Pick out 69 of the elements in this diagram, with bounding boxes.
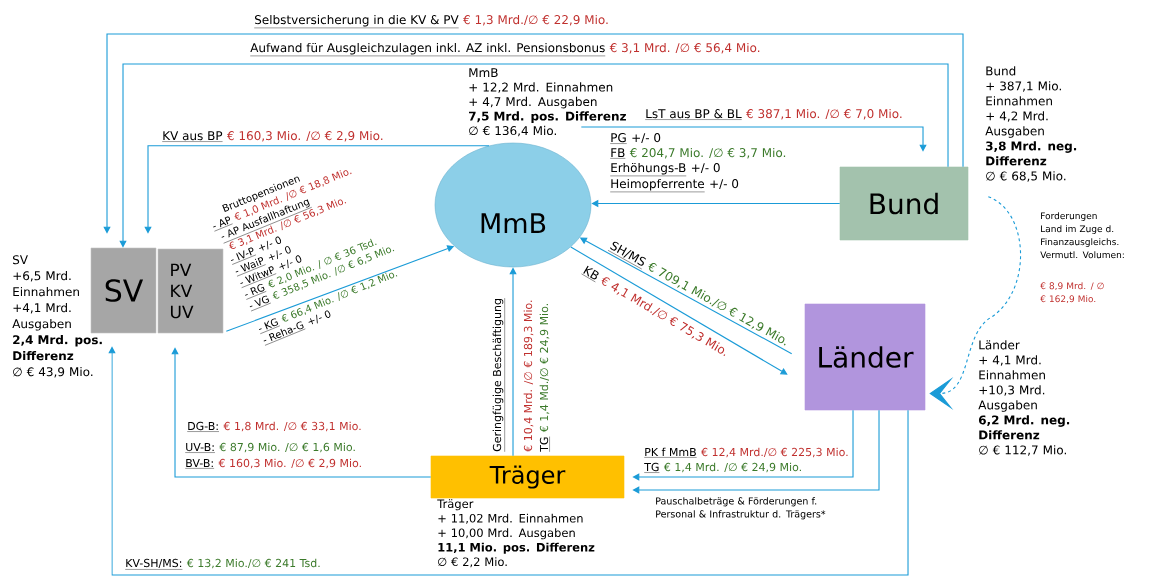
box-node: Träger xyxy=(430,455,625,499)
amount-label: € 12,4 Mrd./∅ € 225,3 Mio. xyxy=(701,447,848,458)
flow-label: Erhöhungs-B xyxy=(610,162,687,177)
node-caption: Bund xyxy=(986,66,1016,76)
node-caption: ∅ € 2,2 Mio. xyxy=(438,557,507,568)
flow-label: PG xyxy=(610,133,627,144)
node-caption: 6,2 Mrd. neg. Differenz xyxy=(978,415,1070,440)
arrow xyxy=(929,196,1022,411)
flow-label: TG xyxy=(644,462,660,473)
node-caption: + 12,2 Mrd. Einnahmen xyxy=(469,82,613,93)
amount-label: € 10,4 Mrd. /∅ € 189,3 Mio. xyxy=(523,300,534,452)
node-caption: 2,4 Mrd. pos. Differenz xyxy=(13,335,102,361)
edge-label: Geringfügige Beschäftigung xyxy=(492,297,505,452)
node-caption: + 387,1 Mio. Einnahmen xyxy=(986,81,1061,106)
amount-label: € 160,3 Mio. /∅ € 2,9 Mio. xyxy=(227,130,383,142)
arrow xyxy=(570,246,788,375)
amount-label: € 87,9 Mio. /∅ € 1,6 Mio. xyxy=(219,442,355,453)
node-caption: 11,1 Mio. pos. Differenz xyxy=(438,542,595,554)
flow-label: UV-B: xyxy=(185,443,216,453)
node-caption: ∅ € 112,7 Mio. xyxy=(979,445,1066,456)
amount-label: € 160,3 Mio. /∅ € 2,9 Mio. xyxy=(218,458,361,469)
box-node: Bund xyxy=(839,166,969,241)
edge-label: Aufwand für Ausgleichzulagen inkl. AZ inkl. Pensionsbonus xyxy=(250,42,606,57)
amount-label: +/- 0 xyxy=(632,133,661,144)
amount-label: +/- 0 xyxy=(691,163,720,174)
box-node: Länder xyxy=(804,303,926,411)
node-caption: +4,1 Mrd. Ausgaben xyxy=(12,303,71,331)
node-caption: ∅ € 68,5 Mio. xyxy=(986,171,1066,182)
amount-label: +/- 0 xyxy=(710,179,739,190)
amount-label: € 8,9 Mrd. / ∅ € 162,9 Mio. xyxy=(1040,282,1104,304)
node-caption: ∅ € 43,9 Mio. xyxy=(13,367,93,378)
node-caption: 3,8 Mrd. neg. Differenz xyxy=(986,141,1077,166)
amount-label: € 1,8 Mrd. /∅ € 33,1 Mio. xyxy=(223,421,361,432)
node-caption: SV xyxy=(13,255,28,265)
flow-label: PK f MmB xyxy=(644,447,697,458)
node-caption: MmB xyxy=(469,68,498,77)
edge-label: Selbstversicherung in die KV & PV xyxy=(254,14,459,29)
node-caption: + 11,02 Mrd. Einnahmen xyxy=(438,513,583,524)
node-caption: + 10,00 Mrd. Ausgaben xyxy=(438,528,575,540)
flow-label: FB xyxy=(610,148,626,159)
arrow xyxy=(509,267,517,457)
flow-label: Heimopferrente xyxy=(610,178,705,193)
edge-label: LsT aus BP & BL xyxy=(645,109,742,120)
node-caption: +10,3 Mrd. Ausgaben xyxy=(978,385,1045,412)
edge-label: Forderungen Land im Zuge d. Finanzausgleichs. Vermutl. Volumen: xyxy=(1040,212,1124,259)
edge-label: Pauschalbeträge & Förderungen f. Personal & Infrastruktur d. Trägers* xyxy=(656,497,826,520)
box-node: PV KV UV xyxy=(157,248,224,334)
node-caption: ∅ € 136,4 Mio. xyxy=(469,125,556,137)
box-node: SV xyxy=(90,247,157,334)
node-caption: 7,5 Mrd. pos. Differenz xyxy=(469,111,626,123)
node-caption: +6,5 Mrd. Einnahmen xyxy=(13,271,79,297)
node-caption: + 4,1 Mrd. Einnahmen xyxy=(979,355,1045,380)
flow-label: - VG xyxy=(249,295,272,312)
edge-label: KV-SH/MS: xyxy=(125,558,183,570)
amount-label: € 1,4 Md./∅ € 24,9 Mio. xyxy=(539,304,550,433)
edge-label: KB xyxy=(581,265,599,283)
edge-label: KV aus BP xyxy=(162,131,223,142)
amount-label: € 387,1 Mio. /∅ € 7,0 Mio. xyxy=(746,108,902,120)
amount-label: € 1,3 Mrd./∅ € 22,9 Mio. xyxy=(463,14,608,26)
amount-label: € 1,4 Mrd. /∅ € 24,9 Mio. xyxy=(663,462,801,473)
node-caption: Länder xyxy=(979,340,1020,350)
flow-label: DG-B: xyxy=(187,421,220,432)
node-caption: Träger xyxy=(437,499,474,511)
node-caption: + 4,2 Mrd. Ausgaben xyxy=(985,111,1048,138)
amount-label: € 204,7 Mio. /∅ € 3,7 Mio. xyxy=(629,147,786,159)
amount-label: € 13,2 Mio./∅ € 241 Tsd. xyxy=(186,558,320,569)
amount-label: € 3,1 Mrd. /∅ € 56,4 Mio. xyxy=(609,42,760,54)
flow-label: BV-B: xyxy=(185,459,215,469)
node-caption: + 4,7 Mrd. Ausgaben xyxy=(469,96,597,109)
